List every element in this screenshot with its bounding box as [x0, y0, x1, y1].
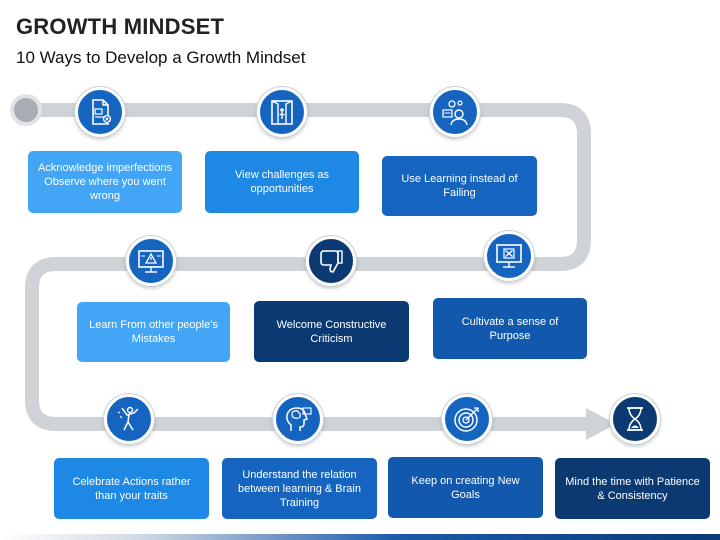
step-3-box: Use Learning instead of Failing — [382, 156, 537, 216]
step-9-icon-circle — [442, 394, 492, 444]
step-7-box: Celebrate Actions rather than your trait… — [54, 458, 209, 519]
step-4-text: Cultivate a sense of Purpose — [461, 315, 559, 342]
step-5-icon-circle — [306, 236, 356, 286]
step-10-box: Mind the time with Patience & Consistenc… — [555, 458, 710, 519]
person-gears-icon — [442, 100, 468, 126]
step-1-icon-circle — [75, 87, 125, 137]
step-6-icon-circle — [126, 236, 176, 286]
monitor-warning-icon — [138, 250, 164, 273]
step-6-text: Learn From other people's Mistakes — [89, 319, 218, 345]
step-1-text: Acknowledge imperfections Observe where … — [38, 162, 172, 202]
step-3-text: Use Learning instead of Failing — [401, 173, 518, 199]
celebrating-person-icon — [117, 406, 139, 431]
step-7-text: Celebrate Actions rather than your trait… — [72, 475, 191, 502]
step-10-text: Mind the time with Patience & Consistenc… — [565, 475, 700, 502]
step-7-icon-circle — [104, 394, 154, 444]
document-icon — [92, 99, 112, 125]
step-10-icon-circle — [610, 394, 660, 444]
page-subtitle: 10 Ways to Develop a Growth Mindset — [16, 48, 306, 67]
step-6-box: Learn From other people's Mistakes — [77, 302, 230, 362]
thumbs-down-icon — [320, 250, 343, 273]
step-4-icon-circle — [484, 231, 534, 281]
step-8-text: Understand the relation between learning… — [238, 468, 361, 509]
step-2-box: View challenges as opportunities — [205, 151, 359, 213]
step-4-box: Cultivate a sense of Purpose — [433, 298, 587, 359]
hourglass-icon — [627, 407, 643, 431]
page-title: GROWTH MINDSET — [16, 14, 225, 39]
step-2-text: View challenges as opportunities — [235, 169, 329, 195]
bottom-accent-bar — [0, 534, 720, 540]
step-3-icon-circle — [430, 87, 480, 137]
path-arrowhead — [586, 408, 616, 440]
head-brain-icon — [286, 407, 312, 431]
step-9-box: Keep on creating New Goals — [388, 457, 543, 518]
step-2-icon-circle — [257, 87, 307, 137]
monitor-x-icon — [496, 244, 522, 268]
step-5-text: Welcome Constructive Criticism — [276, 318, 387, 345]
step-1-box: Acknowledge imperfections Observe where … — [28, 151, 182, 213]
path-start-dot — [10, 94, 42, 126]
step-8-box: Understand the relation between learning… — [222, 458, 377, 519]
step-9-text: Keep on creating New Goals — [411, 474, 520, 501]
step-8-icon-circle — [273, 394, 323, 444]
step-5-box: Welcome Constructive Criticism — [254, 301, 409, 362]
open-door-icon — [271, 100, 293, 125]
target-icon — [454, 407, 479, 432]
